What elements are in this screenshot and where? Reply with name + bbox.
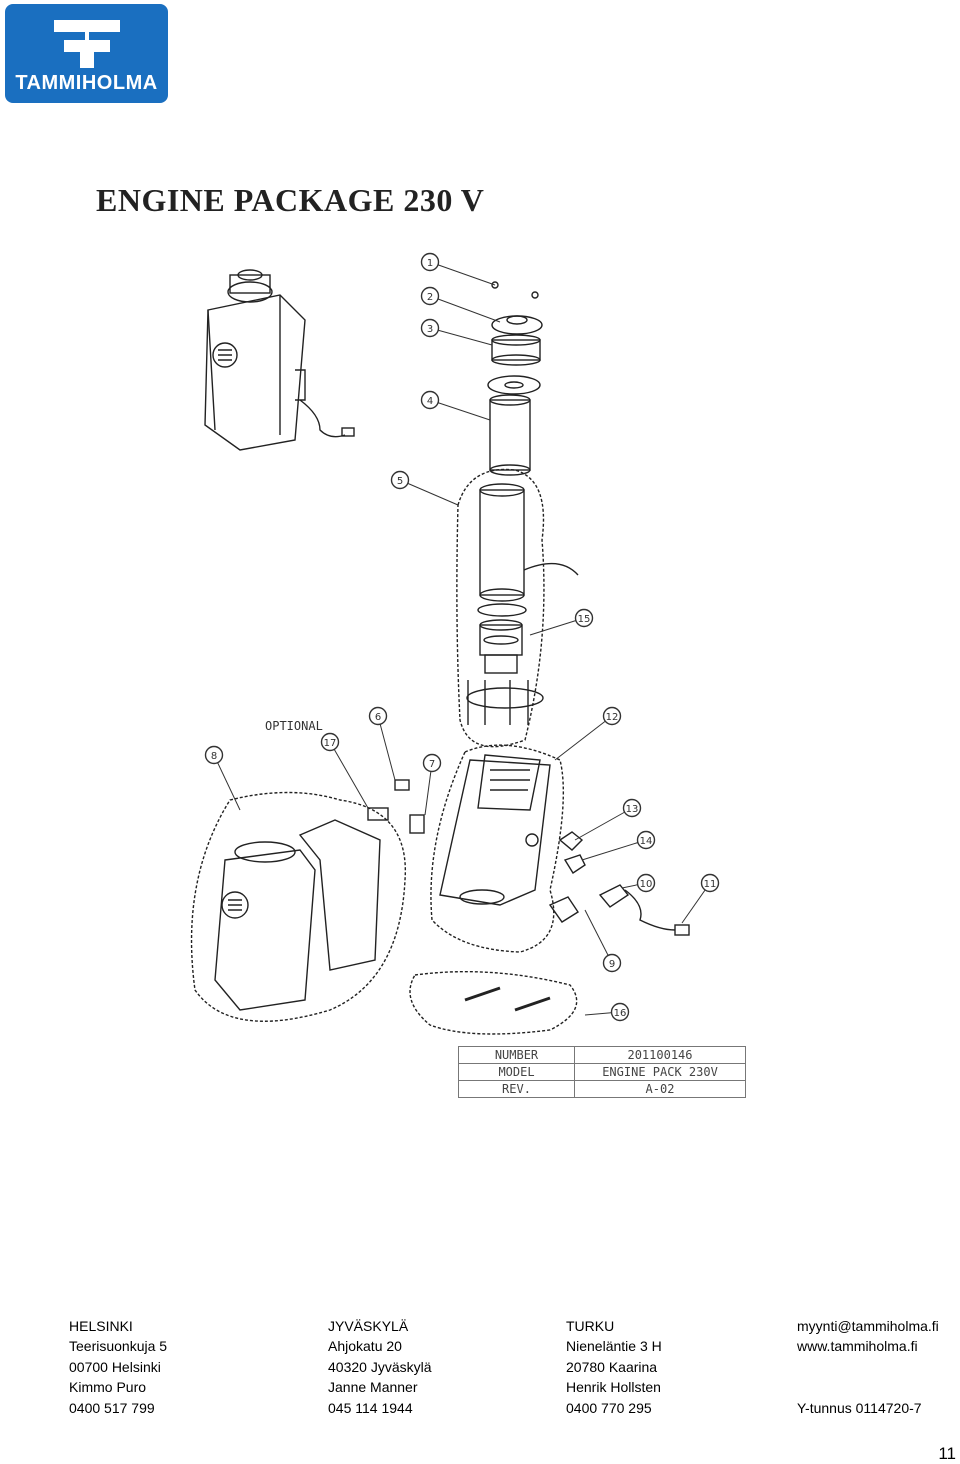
email-link[interactable]: myynti@tammiholma.fi (797, 1318, 939, 1334)
title-block-key: NUMBER (458, 1046, 575, 1064)
callout-number: 8 (211, 751, 217, 762)
title-block-value: A-02 (574, 1080, 746, 1098)
callout-leader-2 (429, 295, 501, 323)
footer-line: 40320 Jyväskylä (328, 1358, 432, 1375)
callout-bubble-17 (320, 732, 340, 752)
footer-turku: TURKU Nieneläntie 3 H 20780 Kaarina Henr… (566, 1316, 662, 1418)
callout-leader-6 (377, 715, 396, 781)
callout-bubble-11 (700, 873, 720, 893)
callout-number: 2 (427, 292, 433, 303)
exploded-column (456, 281, 579, 748)
page-title: ENGINE PACKAGE 230 V (96, 182, 485, 218)
callout-bubble-15 (574, 608, 594, 628)
optional-cover (190, 779, 425, 1022)
footer-line: HELSINKI (69, 1318, 133, 1334)
footer-line: Ahjokatu 20 (328, 1338, 402, 1355)
title-block-value: 201100146 (574, 1046, 746, 1064)
callout-number: 9 (609, 959, 615, 970)
title-block-row: REV.A-02 (458, 1080, 746, 1098)
callout-leader-8 (213, 754, 241, 811)
callout-leader-15 (529, 617, 585, 636)
footer-line: JYVÄSKYLÄ (328, 1318, 409, 1334)
callout-bubble-14 (636, 830, 656, 850)
callout-bubble-4 (420, 390, 440, 410)
tammiholma-logo-icon (54, 20, 120, 68)
website-link[interactable]: www.tammiholma.fi (797, 1338, 918, 1355)
callout-leader-13 (574, 807, 633, 841)
company-logo: TAMMIHOLMA (5, 4, 168, 103)
footer-line: Janne Manner (328, 1379, 418, 1396)
title-block-key: MODEL (458, 1063, 575, 1081)
footer-line: 0400 770 295 (566, 1399, 652, 1416)
footer-line: Nieneläntie 3 H (566, 1338, 662, 1355)
footer-line: Kimmo Puro (69, 1379, 147, 1396)
footer-line: 00700 Helsinki (69, 1358, 161, 1375)
assembled-unit (204, 269, 355, 451)
footer-line: 0400 517 799 (69, 1399, 155, 1416)
logo-text: TAMMIHOLMA (15, 72, 158, 94)
footer-line: 20780 Kaarina (566, 1358, 658, 1375)
callout-number: 3 (427, 324, 433, 335)
callout-bubble-3 (420, 318, 440, 338)
callout-bubble-8 (204, 745, 224, 765)
mounting-plate (409, 970, 578, 1035)
callout-number: 16 (614, 1008, 627, 1019)
callout-bubble-10 (636, 873, 656, 893)
callout-leader-9 (584, 909, 613, 964)
callout-number: 12 (606, 712, 619, 723)
callout-bubble-9 (602, 953, 622, 973)
callout-bubble-16 (610, 1002, 630, 1022)
callout-number: 4 (427, 396, 433, 407)
callout-bubble-1 (420, 252, 440, 272)
callout-leader-1 (429, 261, 496, 286)
callout-bubble-13 (622, 798, 642, 818)
callout-number: 15 (578, 614, 591, 625)
callout-leader-12 (554, 715, 613, 761)
callout-number: 13 (626, 804, 639, 815)
callout-number: 1 (427, 258, 433, 269)
optional-label: OPTIONAL (265, 719, 323, 733)
callout-number: 6 (375, 712, 381, 723)
footer-jyvaskyla: JYVÄSKYLÄ Ahjokatu 20 40320 Jyväskylä Ja… (328, 1316, 432, 1418)
callout-number: 10 (640, 879, 653, 890)
page-number: 11 (938, 1444, 956, 1463)
base-housing (430, 744, 690, 953)
callout-leader-17 (329, 741, 369, 809)
business-id: Y-tunnus 0114720-7 (797, 1399, 922, 1416)
callout-number: 5 (397, 476, 403, 487)
callout-bubble-12 (602, 706, 622, 726)
callout-number: 17 (324, 738, 337, 749)
footer-line: 045 114 1944 (328, 1399, 413, 1416)
callout-number: 7 (429, 759, 435, 770)
callout-bubble-6 (368, 706, 388, 726)
footer-contact: myynti@tammiholma.fi www.tammiholma.fi Y… (797, 1316, 939, 1418)
title-block-value: ENGINE PACK 230V (574, 1063, 746, 1081)
footer-line: TURKU (566, 1318, 615, 1334)
callout-leader-4 (429, 399, 491, 421)
callout-number: 11 (704, 879, 717, 890)
callout-bubble-7 (422, 753, 442, 773)
callout-leader-14 (581, 839, 647, 861)
footer-line: Teerisuonkuja 5 (69, 1338, 168, 1355)
callout-bubble-5 (390, 470, 410, 490)
footer-line: Henrik Hollsten (566, 1379, 661, 1396)
callout-bubble-2 (420, 286, 440, 306)
footer-helsinki: HELSINKI Teerisuonkuja 5 00700 Helsinki … (69, 1316, 167, 1418)
title-block-key: REV. (458, 1080, 575, 1098)
callout-leader-3 (429, 327, 493, 346)
callout-number: 14 (640, 836, 653, 847)
callout-leader-5 (399, 479, 459, 506)
